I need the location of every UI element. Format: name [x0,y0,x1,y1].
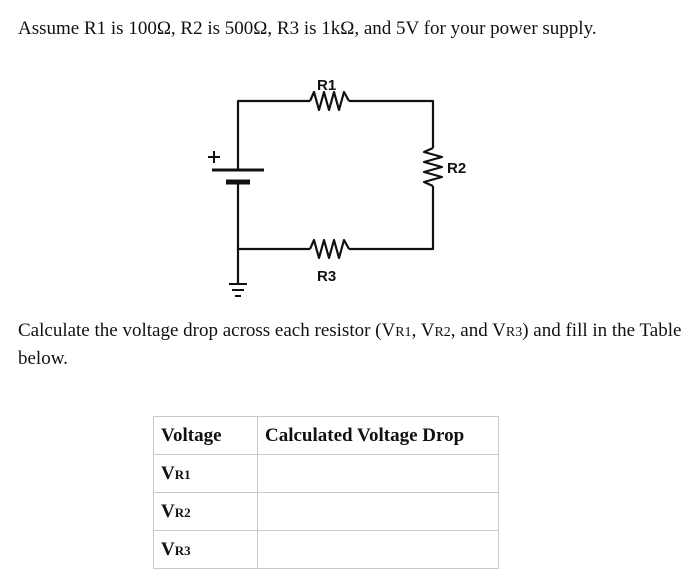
r1-resistor-zigzag [308,90,350,112]
table-row: VR1 [153,454,499,493]
vr1-drop-cell[interactable] [257,454,499,493]
bottom-right-wire [349,186,435,251]
problem-assumption: Assume R1 is 100Ω, R2 is 500Ω, R3 is 1kΩ… [18,18,597,39]
top-left-wire [236,99,310,169]
calculated-drop-column-header: Calculated Voltage Drop [257,416,499,455]
instruction-sub-r1: R1 [395,325,412,340]
vr3-symbol: V [161,538,175,560]
voltage-drop-table: Voltage Calculated Voltage Drop VR1 VR2 … [153,416,499,569]
vr1-subscript: R1 [174,466,191,482]
table-header-row: Voltage Calculated Voltage Drop [153,416,499,455]
vr3-label-cell: VR3 [153,530,258,569]
voltage-drop-table-container: Voltage Calculated Voltage Drop VR1 VR2 … [153,416,499,569]
vr1-symbol: V [161,462,175,484]
instruction-text-separator-1: , V [411,320,435,341]
table-row: VR2 [153,492,499,531]
instruction-sub-r2: R2 [434,325,451,340]
vr2-symbol: V [161,500,175,522]
r2-resistor-zigzag [422,146,444,188]
vr2-subscript: R2 [174,504,191,520]
instruction-sub-r3: R3 [505,325,523,340]
voltage-column-header: Voltage [153,416,258,455]
instruction-text-end: ) and fill in the Table below. [18,320,682,369]
r1-label: R1 [317,77,336,94]
vr1-label-cell: VR1 [153,454,258,493]
r3-label: R3 [317,268,336,285]
table-row: VR3 [153,530,499,569]
instruction-text-separator-2: , and V [450,320,506,341]
r2-label: R2 [447,160,466,177]
top-right-wire [349,99,435,148]
vr2-label-cell: VR2 [153,492,258,531]
r3-resistor-zigzag [308,238,350,260]
problem-instruction: Calculate the voltage drop across each r… [18,318,682,372]
vr2-drop-cell[interactable] [257,492,499,531]
vr3-subscript: R3 [174,542,191,558]
vr3-drop-cell[interactable] [257,530,499,569]
instruction-text-start: Calculate the voltage drop across each r… [18,320,396,341]
